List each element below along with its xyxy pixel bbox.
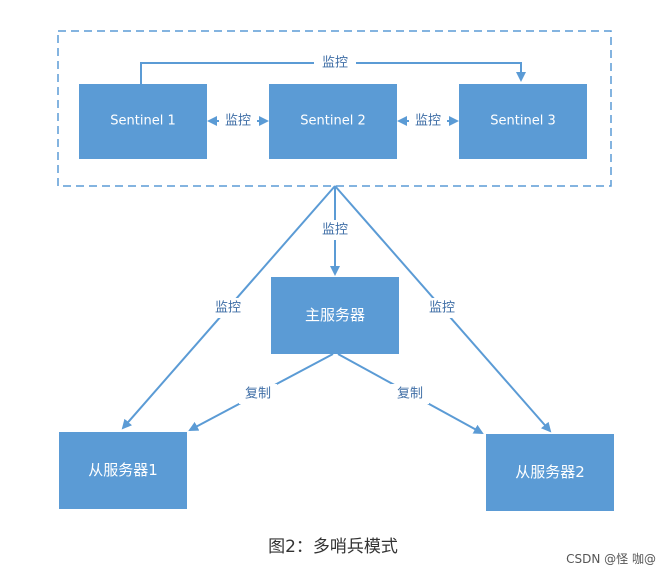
master-label: 主服务器 (305, 306, 365, 324)
sentinel-2-node (269, 84, 397, 159)
master-node (271, 277, 399, 354)
sentinel-3-label: Sentinel 3 (490, 114, 555, 129)
edge-label-monitor-s1-s2: 监控 (225, 114, 251, 129)
edge-label-monitor-master: 监控 (322, 223, 348, 238)
sentinel-3-node (459, 84, 587, 159)
edge-label-replicate-slave1: 复制 (245, 387, 271, 402)
sentinel-1-label: Sentinel 1 (110, 114, 175, 129)
edge-label-monitor-s2-s3: 监控 (415, 114, 441, 129)
sentinel-group-border (57, 30, 612, 187)
edge-label-monitor-top: 监控 (322, 56, 348, 71)
slave-1-label: 从服务器1 (88, 461, 158, 479)
sentinel-1-node (79, 84, 207, 159)
sentinel-2-label: Sentinel 2 (300, 114, 365, 129)
slave-1-node (59, 432, 187, 509)
edge-label-monitor-slave1: 监控 (215, 301, 241, 316)
csdn-watermark: CSDN @怪 咖@ (566, 552, 656, 566)
figure-caption: 图2：多哨兵模式 (268, 537, 398, 557)
edge-label-monitor-slave2: 监控 (429, 301, 455, 316)
slave-2-label: 从服务器2 (515, 463, 585, 481)
edge-label-replicate-slave2: 复制 (397, 387, 423, 402)
slave-2-node (486, 434, 614, 511)
